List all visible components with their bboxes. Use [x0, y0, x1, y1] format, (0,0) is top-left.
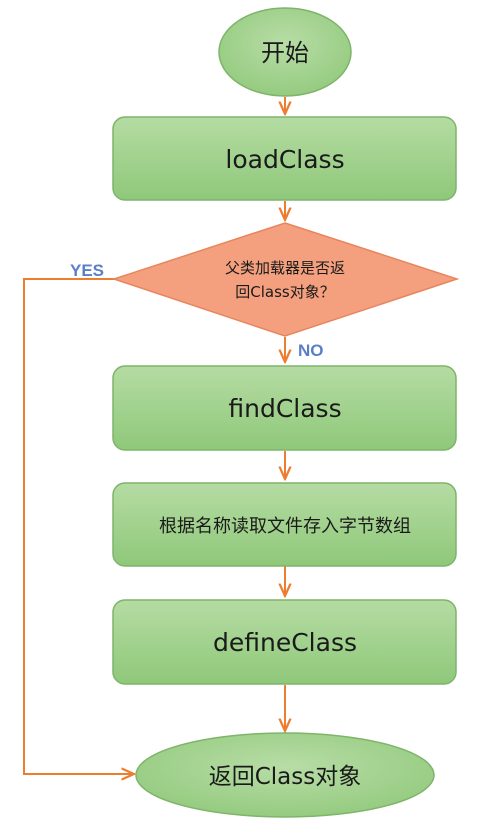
read-bytes-node: 根据名称读取文件存入字节数组	[112, 482, 457, 567]
decision-label-line2: 回Class对象？	[235, 283, 334, 301]
read-bytes-label: 根据名称读取文件存入字节数组	[159, 516, 411, 537]
load-class-node: loadClass	[112, 116, 457, 201]
find-class-label: findClass	[228, 394, 341, 423]
decision-label-line1: 父类加载器是否返	[225, 259, 345, 277]
yes-label: YES	[70, 261, 104, 280]
define-class-label: defineClass	[213, 628, 357, 657]
find-class-node: findClass	[112, 365, 457, 451]
decision-node: 父类加载器是否返 回Class对象？	[111, 222, 460, 337]
no-label: NO	[298, 341, 324, 360]
end-label: 返回Class对象	[209, 764, 362, 790]
load-class-label: loadClass	[225, 145, 344, 174]
start-node: 开始	[218, 7, 352, 97]
define-class-node: defineClass	[112, 599, 457, 685]
arrow-yes-path	[23, 278, 134, 774]
start-label: 开始	[261, 39, 309, 67]
end-node: 返回Class对象	[135, 732, 435, 818]
